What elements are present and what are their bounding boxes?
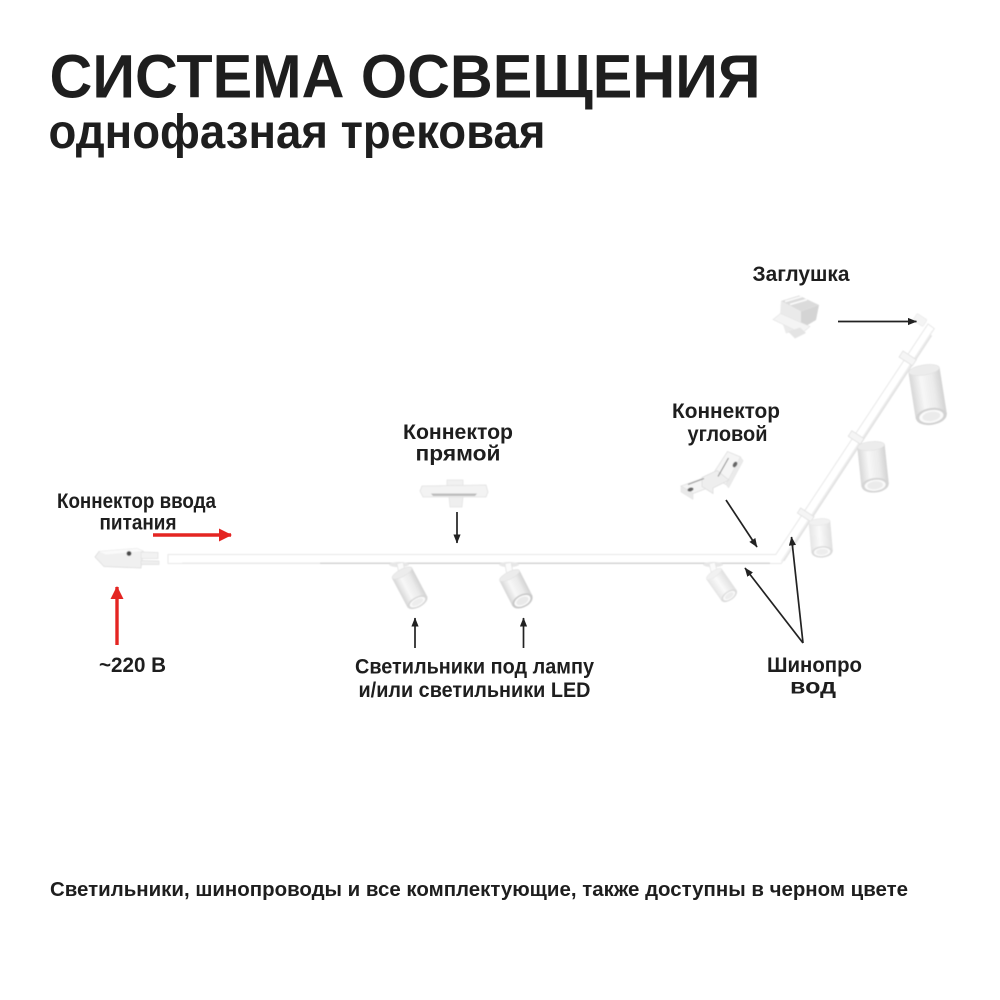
svg-text:угловой: угловой bbox=[688, 422, 768, 446]
svg-text:вод: вод bbox=[790, 675, 836, 699]
svg-text:питания: питания bbox=[100, 511, 177, 535]
svg-text:прямой: прямой bbox=[416, 442, 501, 466]
svg-text:Светильники, шинопроводы и все: Светильники, шинопроводы и все комплекту… bbox=[50, 878, 908, 901]
svg-text:Шинопро: Шинопро bbox=[767, 653, 862, 677]
svg-text:Заглушка: Заглушка bbox=[753, 262, 851, 286]
svg-text:~220 В: ~220 В bbox=[99, 653, 166, 677]
svg-text:и/или светильники LED: и/или светильники LED bbox=[359, 678, 591, 702]
svg-text:Коннектор: Коннектор bbox=[403, 420, 513, 444]
svg-text:Коннектор: Коннектор bbox=[672, 399, 780, 423]
svg-text:Коннектор ввода: Коннектор ввода bbox=[57, 489, 217, 513]
svg-text:однофазная трековая: однофазная трековая bbox=[49, 106, 546, 159]
svg-text:Светильники под лампу: Светильники под лампу bbox=[355, 655, 594, 679]
svg-text:СИСТЕМА ОСВЕЩЕНИЯ: СИСТЕМА ОСВЕЩЕНИЯ bbox=[50, 43, 761, 111]
